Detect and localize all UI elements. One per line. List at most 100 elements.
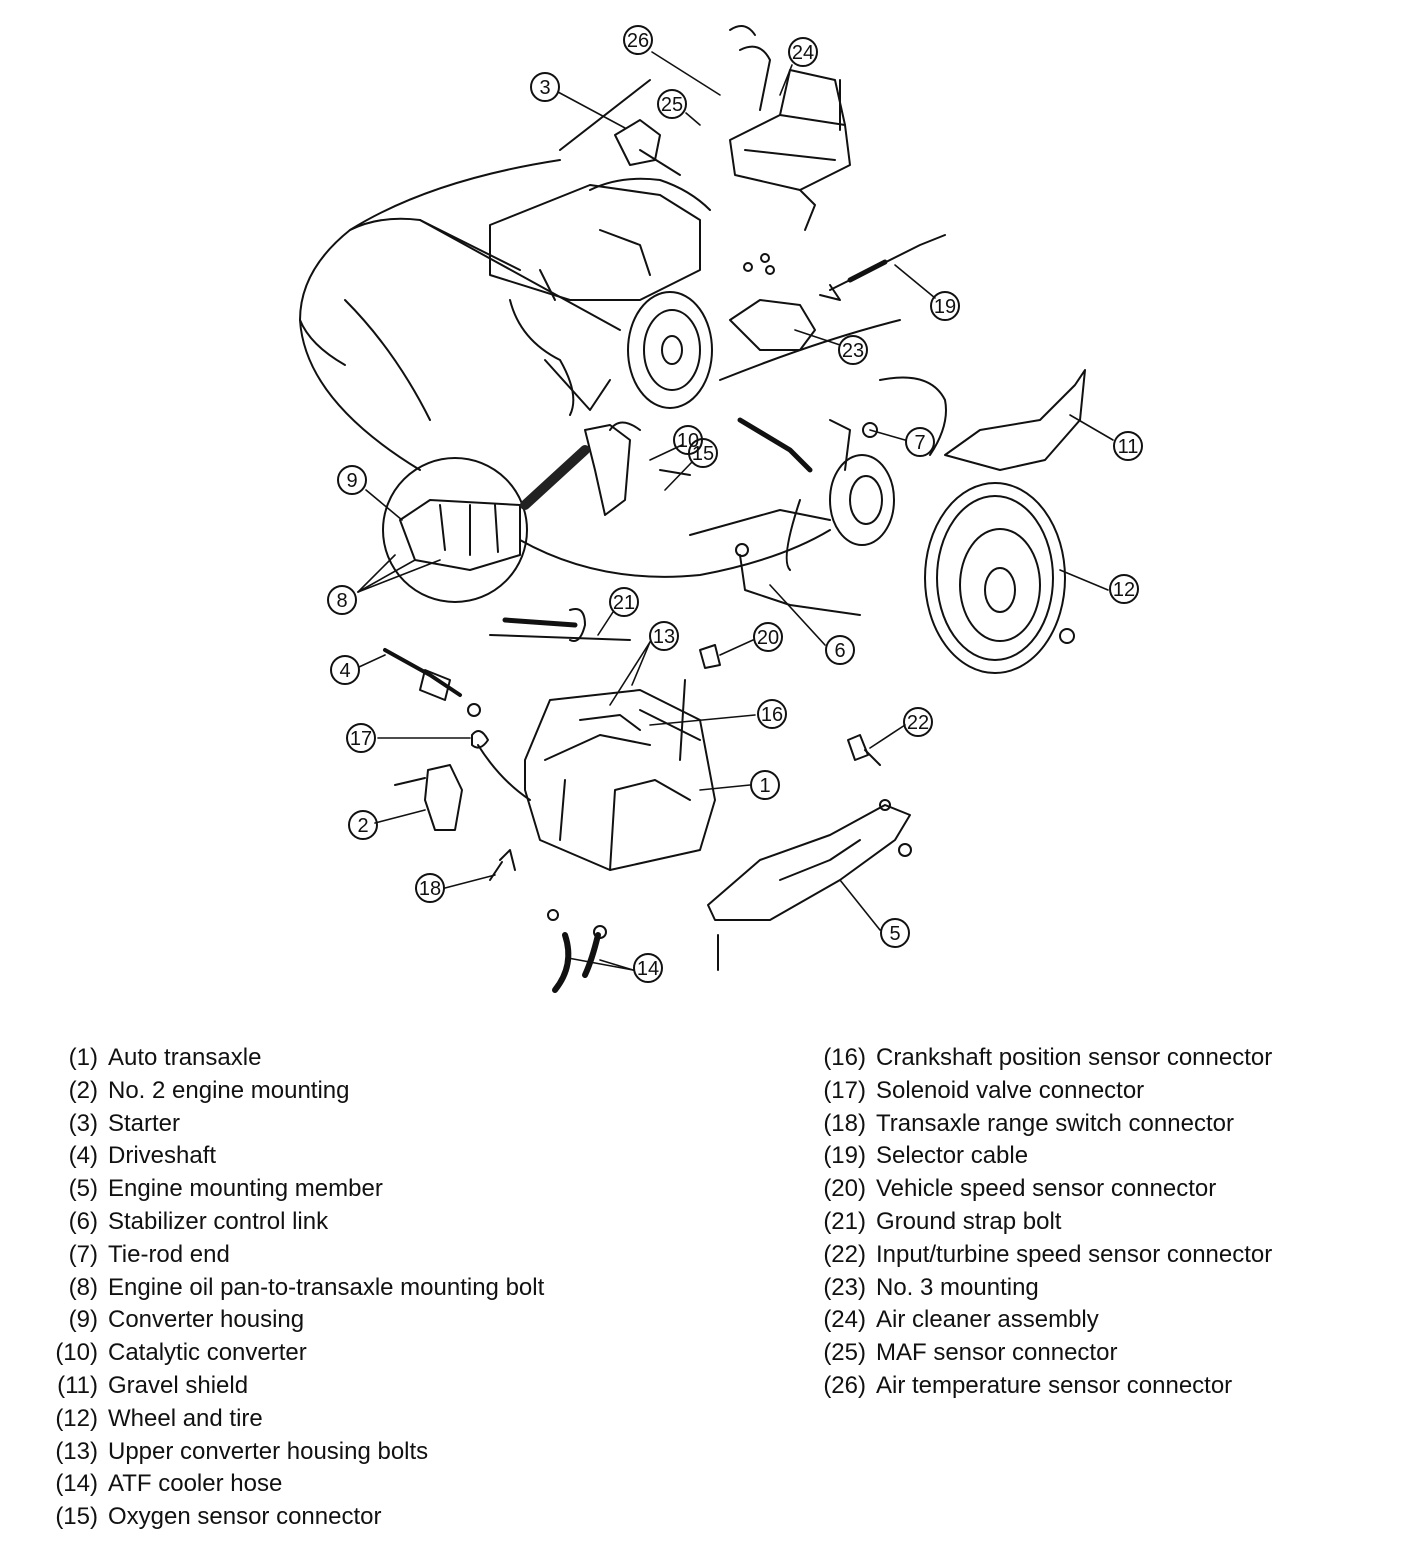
parts-legend-right: (16)Crankshaft position sensor connector…	[812, 1042, 1272, 1403]
legend-number: (6)	[68, 1207, 98, 1235]
driveshaft-part	[383, 648, 481, 717]
legend-item: (9)Converter housing	[36, 1304, 544, 1337]
callout-23: 23	[838, 335, 868, 365]
legend-label: Wheel and tire	[108, 1404, 263, 1432]
legend-number: (13)	[55, 1437, 98, 1465]
svg-text:16: 16	[761, 704, 783, 726]
svg-text:13: 13	[653, 626, 675, 648]
legend-item: (15) Oxygen sensor connector	[36, 1501, 544, 1534]
legend-item: (13) Upper converter housing bolts	[36, 1436, 544, 1469]
svg-text:23: 23	[842, 340, 864, 362]
legend-item: (14)ATF cooler hose	[36, 1468, 544, 1501]
legend-number: (18)	[823, 1109, 866, 1137]
legend-label: Vehicle speed sensor connector	[876, 1175, 1217, 1203]
selector-cable-part	[819, 234, 946, 301]
legend-label: Selector cable	[876, 1142, 1029, 1170]
legend-number: (20)	[823, 1175, 866, 1203]
legend-item: (18)Transaxle range switch connector	[812, 1108, 1272, 1141]
legend-label: No. 2 engine mounting	[108, 1076, 350, 1104]
svg-text:15: 15	[692, 443, 714, 465]
svg-text:22: 22	[907, 712, 929, 734]
svg-text:2: 2	[357, 815, 368, 837]
legend-item: (20) Vehicle speed sensor connector	[812, 1173, 1272, 1206]
legend-number: (3)	[68, 1109, 98, 1137]
legend-item: (8)Engine oil pan-to-transaxle mounting …	[36, 1272, 545, 1305]
auto-transaxle-part	[524, 679, 716, 871]
legend-label: Ground strap bolt	[876, 1207, 1062, 1235]
wheel-tire-part	[924, 482, 1075, 674]
engine-mounting-member-part	[707, 799, 912, 971]
callout-16: 16	[757, 699, 787, 729]
legend-number: (8)	[68, 1273, 98, 1301]
sensor-connectors	[489, 644, 881, 881]
legend-item: (22)Input/turbine speed sensor connector	[812, 1239, 1272, 1272]
legend-item: (4) Driveshaft	[36, 1140, 544, 1173]
legend-label: Engine mounting member	[108, 1175, 383, 1203]
callout-1: 1	[750, 770, 780, 800]
legend-item: (21)Ground strap bolt	[812, 1206, 1272, 1239]
legend-item: (7) Tie-rod end	[36, 1239, 544, 1272]
legend-number: (1)	[68, 1044, 98, 1071]
atf-cooler-hose-part	[547, 909, 607, 993]
stabilizer-link-part	[735, 543, 861, 616]
legend-number: (24)	[823, 1306, 866, 1334]
legend-number: (5)	[68, 1175, 98, 1203]
svg-text:8: 8	[336, 590, 347, 612]
callout-8: 8	[327, 585, 357, 615]
legend-label: Catalytic converter	[108, 1339, 307, 1367]
callout-12: 12	[1109, 574, 1139, 604]
legend-number: (15)	[55, 1503, 98, 1531]
legend-item: (23)No. 3 mounting	[812, 1272, 1272, 1305]
legend-label: Driveshaft	[108, 1142, 217, 1170]
car-body-outline	[299, 79, 947, 578]
legend-label: Stabilizer control link	[108, 1207, 329, 1235]
legend-item: (25)MAF sensor connector	[812, 1337, 1272, 1370]
callout-group: 1 2 3 4 5 6 7 8 9 10 11 12 13 14 15 16 1…	[327, 25, 1143, 983]
solenoid-connector-part	[471, 730, 531, 801]
legend-number: (25)	[823, 1339, 866, 1367]
svg-text:26: 26	[627, 30, 649, 52]
legend-label: Solenoid valve connector	[876, 1076, 1145, 1104]
air-cleaner-assembly	[729, 25, 851, 231]
callout-19: 19	[930, 291, 960, 321]
legend-number: (16)	[823, 1044, 866, 1071]
inset-magnified-view	[382, 445, 590, 603]
catalytic-converter-part	[584, 421, 691, 516]
parts-legend-left: (1)Auto transaxle (2)No. 2 engine mounti…	[36, 1042, 544, 1534]
legend-label: Tie-rod end	[108, 1240, 230, 1268]
legend-number: (19)	[823, 1142, 866, 1170]
legend-number: (4)	[68, 1142, 98, 1170]
legend-number: (11)	[57, 1371, 98, 1399]
svg-text:25: 25	[661, 94, 683, 116]
svg-text:17: 17	[350, 728, 372, 750]
legend-item: (11)Gravel shield	[36, 1370, 544, 1403]
legend-label: Oxygen sensor connector	[108, 1503, 382, 1531]
callout-20: 20	[753, 622, 783, 652]
svg-text:20: 20	[757, 627, 779, 649]
svg-text:6: 6	[834, 640, 845, 662]
legend-item: (2) No. 2 engine mounting	[36, 1075, 544, 1108]
flywheel-disc	[627, 291, 713, 409]
legend-number: (10)	[55, 1339, 98, 1367]
callout-26: 26	[623, 25, 653, 55]
legend-number: (7)	[68, 1240, 98, 1268]
callout-21: 21	[609, 587, 639, 617]
exploded-view-diagram: 1 2 3 4 5 6 7 8 9 10 11 12 13 14 15 16 1…	[299, 25, 1143, 993]
svg-text:21: 21	[613, 592, 635, 614]
hub-knuckle-part	[737, 417, 895, 546]
svg-text:18: 18	[419, 878, 441, 900]
legend-label: Air temperature sensor connector	[876, 1371, 1233, 1399]
legend-item: (10) Catalytic converter	[36, 1337, 544, 1370]
legend-item: (19) Selector cable	[812, 1140, 1272, 1173]
svg-text:14: 14	[637, 958, 659, 980]
svg-text:1: 1	[759, 775, 770, 797]
legend-number: (2)	[68, 1076, 98, 1104]
callout-25: 25	[657, 89, 687, 119]
legend-label: Upper converter housing bolts	[108, 1437, 429, 1465]
svg-text:19: 19	[934, 296, 956, 318]
legend-item: (5) Engine mounting member	[36, 1173, 544, 1206]
callout-18: 18	[415, 873, 445, 903]
svg-text:10: 10	[677, 430, 699, 452]
callout-2: 2	[348, 810, 378, 840]
svg-text:4: 4	[339, 660, 350, 682]
